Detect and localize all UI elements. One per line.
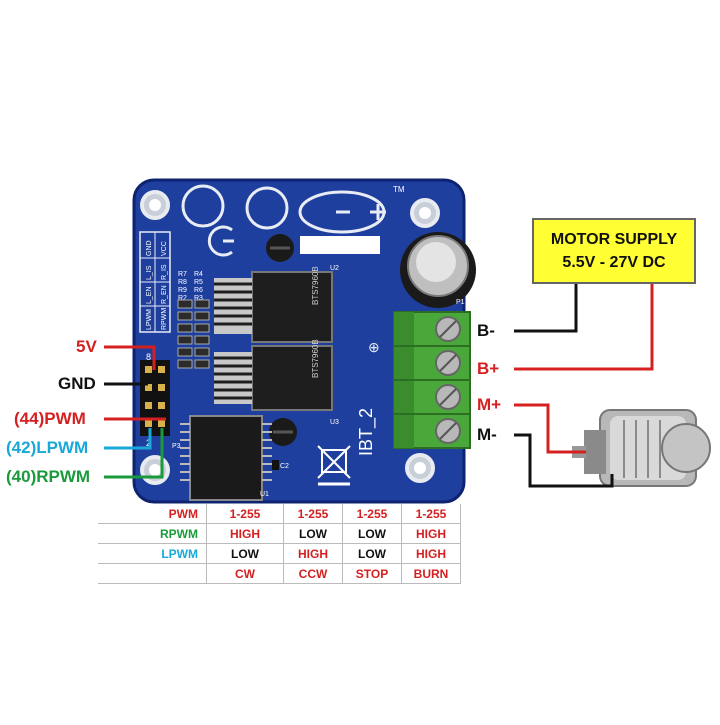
truth-cell: 1-255 — [342, 504, 402, 524]
header-pin-label: RPWM — [161, 308, 168, 330]
smd-resistors — [177, 299, 210, 369]
motor-supply-box: MOTOR SUPPLY 5.5V - 27V DC — [532, 218, 696, 284]
truth-cell: HIGH — [401, 543, 461, 564]
weee-symbol — [317, 445, 351, 486]
mounting-hole — [410, 198, 440, 228]
resistor-label: R6 — [194, 287, 203, 294]
wire-rpwm — [104, 428, 164, 479]
wire-5v — [104, 345, 156, 370]
supply-title: MOTOR SUPPLY — [550, 231, 678, 248]
ref-u1: U1 — [260, 491, 269, 498]
truth-cell: 1-255 — [283, 504, 343, 524]
pin-label-8: 8 — [146, 352, 151, 362]
truth-row-header: LPWM — [98, 543, 207, 564]
pin-stripes — [214, 282, 252, 400]
label-b-plus: B+ — [477, 359, 500, 378]
truth-cell: HIGH — [283, 543, 343, 564]
truth-cell: BURN — [401, 563, 461, 584]
chip-marking: BTS7960B — [311, 339, 320, 378]
ref-p1: P1 — [456, 299, 465, 306]
ref-u3: U3 — [330, 419, 339, 426]
wire-m-plus — [514, 403, 586, 454]
label-gnd: GND — [58, 374, 96, 393]
truth-row-header: RPWM — [98, 523, 207, 544]
truth-cell: 1-255 — [401, 504, 461, 524]
truth-cell: LOW — [283, 523, 343, 544]
header-pin-label: L_EN — [146, 286, 153, 304]
truth-cell: CCW — [283, 563, 343, 584]
capacitor-c2 — [272, 460, 279, 470]
mosfet-chip-u3: BTS7960B — [214, 339, 333, 411]
resistor-label: R7 — [178, 271, 187, 278]
header-pin-label: LPWM — [146, 309, 153, 330]
chip-marking: BTS7960B — [311, 266, 320, 305]
label-rpwm: (40)RPWM — [6, 467, 91, 486]
truth-cell: LOW — [206, 543, 284, 564]
pin-header — [140, 360, 170, 436]
label-pwm: (44)PWM — [14, 409, 86, 428]
resistor-label: R5 — [194, 279, 203, 286]
screw-terminal-block — [393, 311, 471, 449]
mosfet-chip-u2: BTS7960B — [214, 266, 333, 343]
electrolytic-capacitor — [400, 232, 476, 308]
wire-m-minus — [514, 433, 614, 488]
ibt2-board: TM VCC R_IS R_EN RPWM GND L_IS L_EN LPWM R7 R4R8… — [132, 178, 476, 504]
screw — [266, 234, 294, 262]
header-pin-label: R_EN — [161, 285, 168, 304]
label-b-minus: B- — [477, 321, 495, 340]
silkscreen-label-area — [300, 236, 380, 254]
truth-cell: CW — [206, 563, 284, 584]
ref-u2: U2 — [330, 265, 339, 272]
board-model-label: IBT_2 — [356, 408, 377, 456]
truth-cell: HIGH — [206, 523, 284, 544]
supply-voltage: 5.5V - 27V DC — [562, 254, 666, 271]
polarity-plus: ⊕ — [368, 339, 380, 355]
wire-lpwm — [104, 428, 152, 450]
label-5v: 5V — [76, 337, 97, 356]
label-lpwm: (42)LPWM — [6, 438, 89, 457]
truth-cell: STOP — [342, 563, 402, 584]
screw — [269, 418, 297, 446]
dc-motor — [572, 409, 711, 487]
truth-row-header — [98, 563, 207, 584]
truth-cell: 1-255 — [206, 504, 284, 524]
mounting-hole — [140, 190, 170, 220]
resistor-label: R9 — [178, 287, 187, 294]
resistor-label: R2 — [178, 295, 187, 302]
header-pin-label: GND — [146, 240, 153, 256]
label-m-plus: M+ — [477, 395, 502, 414]
resistor-label: R4 — [194, 271, 203, 278]
wire-b-minus — [514, 284, 578, 333]
mounting-hole — [140, 455, 170, 485]
wires — [104, 284, 654, 488]
trademark-text: TM — [393, 185, 405, 194]
ref-p3: P3 — [172, 443, 181, 450]
ref-c2: C2 — [280, 463, 289, 470]
resistor-label: R8 — [178, 279, 187, 286]
mounting-hole — [405, 453, 435, 483]
header-pin-label: VCC — [161, 241, 168, 256]
truth-cell: LOW — [342, 523, 402, 544]
certification-logos — [181, 184, 386, 257]
header-label-panel — [139, 231, 171, 333]
header-pin-label: L_IS — [146, 265, 153, 280]
truth-row-header: PWM — [98, 504, 207, 524]
header-pin-label: R_IS — [161, 264, 168, 280]
ic-u1 — [180, 415, 272, 501]
truth-cell: LOW — [342, 543, 402, 564]
wire-b-plus — [514, 284, 654, 371]
label-m-minus: M- — [477, 425, 497, 444]
resistor-label: R3 — [194, 295, 203, 302]
truth-cell: HIGH — [401, 523, 461, 544]
